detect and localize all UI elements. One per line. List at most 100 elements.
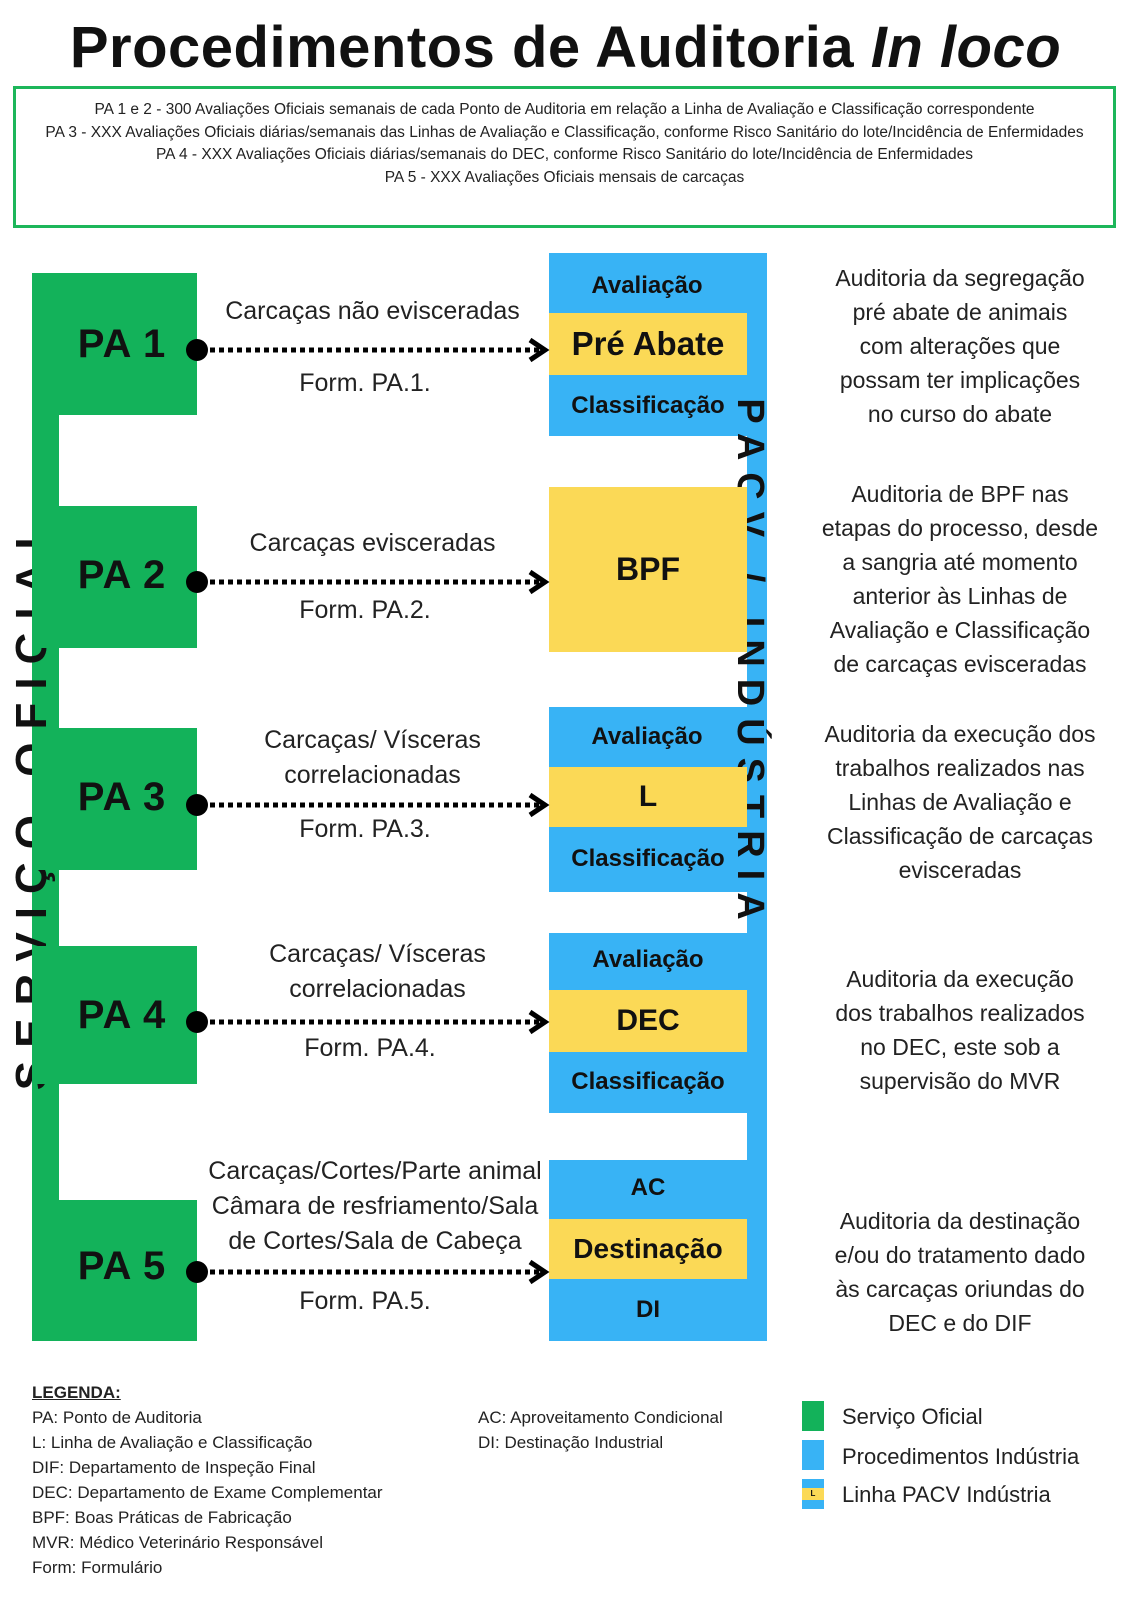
pa4-description: Auditoria da execução dos trabalhos real… — [800, 962, 1120, 1098]
desc-line: Auditoria de BPF nas — [851, 481, 1069, 507]
swatch-line-pacv: L — [802, 1479, 824, 1509]
pa4-box — [32, 946, 197, 1084]
pa3-flow-line: correlacionadas — [284, 761, 461, 789]
pa2-description: Auditoria de BPF nas etapas do processo,… — [800, 477, 1120, 681]
swatch-line-pacv-inner: L — [802, 1488, 824, 1500]
info-line: PA 5 - XXX Avaliações Oficiais mensais d… — [384, 168, 745, 186]
pa5-flow-text: Carcaças/Cortes/Parte animal Câmara de r… — [205, 1154, 545, 1259]
info-line: PA 4 - XXX Avaliações Oficiais diárias/s… — [155, 146, 974, 163]
pa5-cell-destinacao: Destinação — [549, 1219, 747, 1279]
desc-line: DEC e do DIF — [888, 1310, 1032, 1336]
desc-line: Auditoria da execução — [846, 966, 1074, 992]
pa4-cell-dec: DEC — [549, 990, 747, 1052]
pa3-cell-l: L — [549, 767, 747, 827]
desc-line: Auditoria da destinação — [839, 1208, 1081, 1234]
arrow-pa4 — [186, 1009, 550, 1035]
pa1-box — [32, 273, 197, 415]
pa1-cell-pre-abate: Pré Abate — [549, 313, 747, 375]
pa5-cell-ac: AC — [630, 1173, 666, 1201]
info-line: PA 1 e 2 - 300 Avaliações Oficiais seman… — [94, 101, 1035, 118]
arrow-pa1 — [186, 337, 550, 363]
desc-line: Linhas de Avaliação e — [848, 789, 1072, 815]
desc-line: etapas do processo, desde — [821, 515, 1099, 541]
legend-item: L: Linha de Avaliação e Classificação — [32, 1433, 313, 1452]
pa2-label: PA 2 — [77, 553, 167, 597]
pa3-cell-avaliacao: Avaliação — [591, 723, 703, 750]
pa1-cell-avaliacao: Avaliação — [591, 271, 703, 299]
legend-item: BPF: Boas Práticas de Fabricação — [32, 1508, 292, 1527]
pa2-box — [32, 506, 197, 648]
pa4-flow-line: correlacionadas — [289, 975, 466, 1003]
desc-line: de carcaças evisceradas — [833, 651, 1087, 677]
pa4-form: Form. PA.4. — [304, 1034, 436, 1062]
arrow-pa2 — [186, 569, 550, 595]
pa1-cell-classificacao: Classificação — [571, 391, 725, 419]
desc-line: no curso do abate — [867, 401, 1053, 427]
legend-item: DEC: Departamento de Exame Complementar — [32, 1483, 383, 1502]
pa5-flow-line: Carcaças/Cortes/Parte animal — [208, 1157, 542, 1185]
desc-line: dos trabalhos realizados — [835, 1000, 1085, 1026]
legend-item: MVR: Médico Veterinário Responsável — [32, 1533, 324, 1552]
pa4-cell-classificacao: Classificação — [571, 1068, 725, 1095]
desc-line: e/ou do tratamento dado — [834, 1242, 1086, 1268]
pa2-flow-text: Carcaças evisceradas — [249, 529, 496, 557]
desc-line: trabalhos realizados nas — [835, 755, 1085, 781]
pa3-flow-line: Carcaças/ Vísceras — [264, 726, 481, 754]
arrow-pa5 — [186, 1259, 550, 1285]
desc-line: Avaliação e Classificação — [829, 617, 1091, 643]
pa1-label: PA 1 — [77, 322, 167, 366]
pa5-label: PA 5 — [77, 1244, 167, 1288]
swatch-official — [802, 1401, 824, 1431]
pa2-cell-bpf: BPF — [549, 487, 747, 652]
desc-line: possam ter implicações — [839, 367, 1081, 393]
pa5-form: Form. PA.5. — [299, 1287, 431, 1315]
swatch-official-label: Serviço Oficial — [842, 1404, 983, 1429]
pa4-label: PA 4 — [77, 993, 167, 1037]
pa4-cell-avaliacao: Avaliação — [592, 946, 704, 973]
desc-line: a sangria até momento — [842, 549, 1078, 575]
pa1-form: Form. PA.1. — [299, 369, 431, 397]
pa3-form: Form. PA.3. — [299, 815, 431, 843]
pa4-flow-text: Carcaças/ Vísceras correlacionadas — [210, 937, 545, 1007]
desc-line: evisceradas — [898, 857, 1022, 883]
pa5-flow-line: Câmara de resfriamento/Sala — [211, 1192, 539, 1220]
pa1-flow-text: Carcaças não evisceradas — [225, 297, 520, 325]
pa5-cell-di: DI — [636, 1295, 660, 1323]
desc-line: às carcaças oriundas do — [835, 1276, 1085, 1302]
info-box: PA 1 e 2 - 300 Avaliações Oficiais seman… — [13, 86, 1116, 228]
pa2-form: Form. PA.2. — [299, 596, 431, 624]
legend-item: AC: Aproveitamento Condicional — [478, 1408, 723, 1427]
desc-line: pré abate de animais — [852, 299, 1068, 325]
pa5-box — [32, 1200, 197, 1341]
title-italic: In loco — [870, 15, 1062, 80]
desc-line: com alterações que — [859, 333, 1061, 359]
pa1-description: Auditoria da segregação pré abate de ani… — [800, 261, 1120, 431]
legend-item: PA: Ponto de Auditoria — [32, 1408, 202, 1427]
swatch-line-pacv-label: Linha PACV Indústria — [842, 1482, 1051, 1507]
pa3-label: PA 3 — [77, 775, 167, 819]
legend-item: DI: Destinação Industrial — [478, 1433, 664, 1452]
title-main: Procedimentos de Auditoria — [69, 15, 855, 80]
legend-col2: AC: Aproveitamento Condicional DI: Desti… — [478, 1405, 778, 1455]
desc-line: Auditoria da segregação — [835, 265, 1085, 291]
legend-title: LEGENDA: — [32, 1383, 121, 1402]
pa3-description: Auditoria da execução dos trabalhos real… — [800, 717, 1120, 887]
page-title: Procedimentos de Auditoria In loco — [0, 14, 1131, 81]
pa3-box — [32, 728, 197, 870]
desc-line: Classificação de carcaças — [827, 823, 1093, 849]
pa4-flow-line: Carcaças/ Vísceras — [269, 940, 486, 968]
info-line: PA 3 - XXX Avaliações Oficiais diárias/s… — [45, 123, 1084, 141]
pa5-description: Auditoria da destinação e/ou do tratamen… — [800, 1204, 1120, 1340]
swatch-industry — [802, 1440, 824, 1470]
legend-item: DIF: Departamento de Inspeção Final — [32, 1458, 316, 1477]
desc-line: Auditoria da execução dos — [824, 721, 1096, 747]
legend-col1: LEGENDA: PA: Ponto de Auditoria L: Linha… — [32, 1380, 472, 1580]
swatch-industry-label: Procedimentos Indústria — [842, 1444, 1080, 1469]
pa3-cell-classificacao: Classificação — [571, 845, 725, 872]
pa3-flow-text: Carcaças/ Vísceras correlacionadas — [205, 723, 540, 793]
legend-item: Form: Formulário — [32, 1558, 163, 1577]
pa5-flow-line: de Cortes/Sala de Cabeça — [228, 1227, 522, 1255]
desc-line: supervisão do MVR — [859, 1068, 1061, 1094]
desc-line: anterior às Linhas de — [852, 583, 1068, 609]
desc-line: no DEC, este sob a — [860, 1034, 1060, 1060]
